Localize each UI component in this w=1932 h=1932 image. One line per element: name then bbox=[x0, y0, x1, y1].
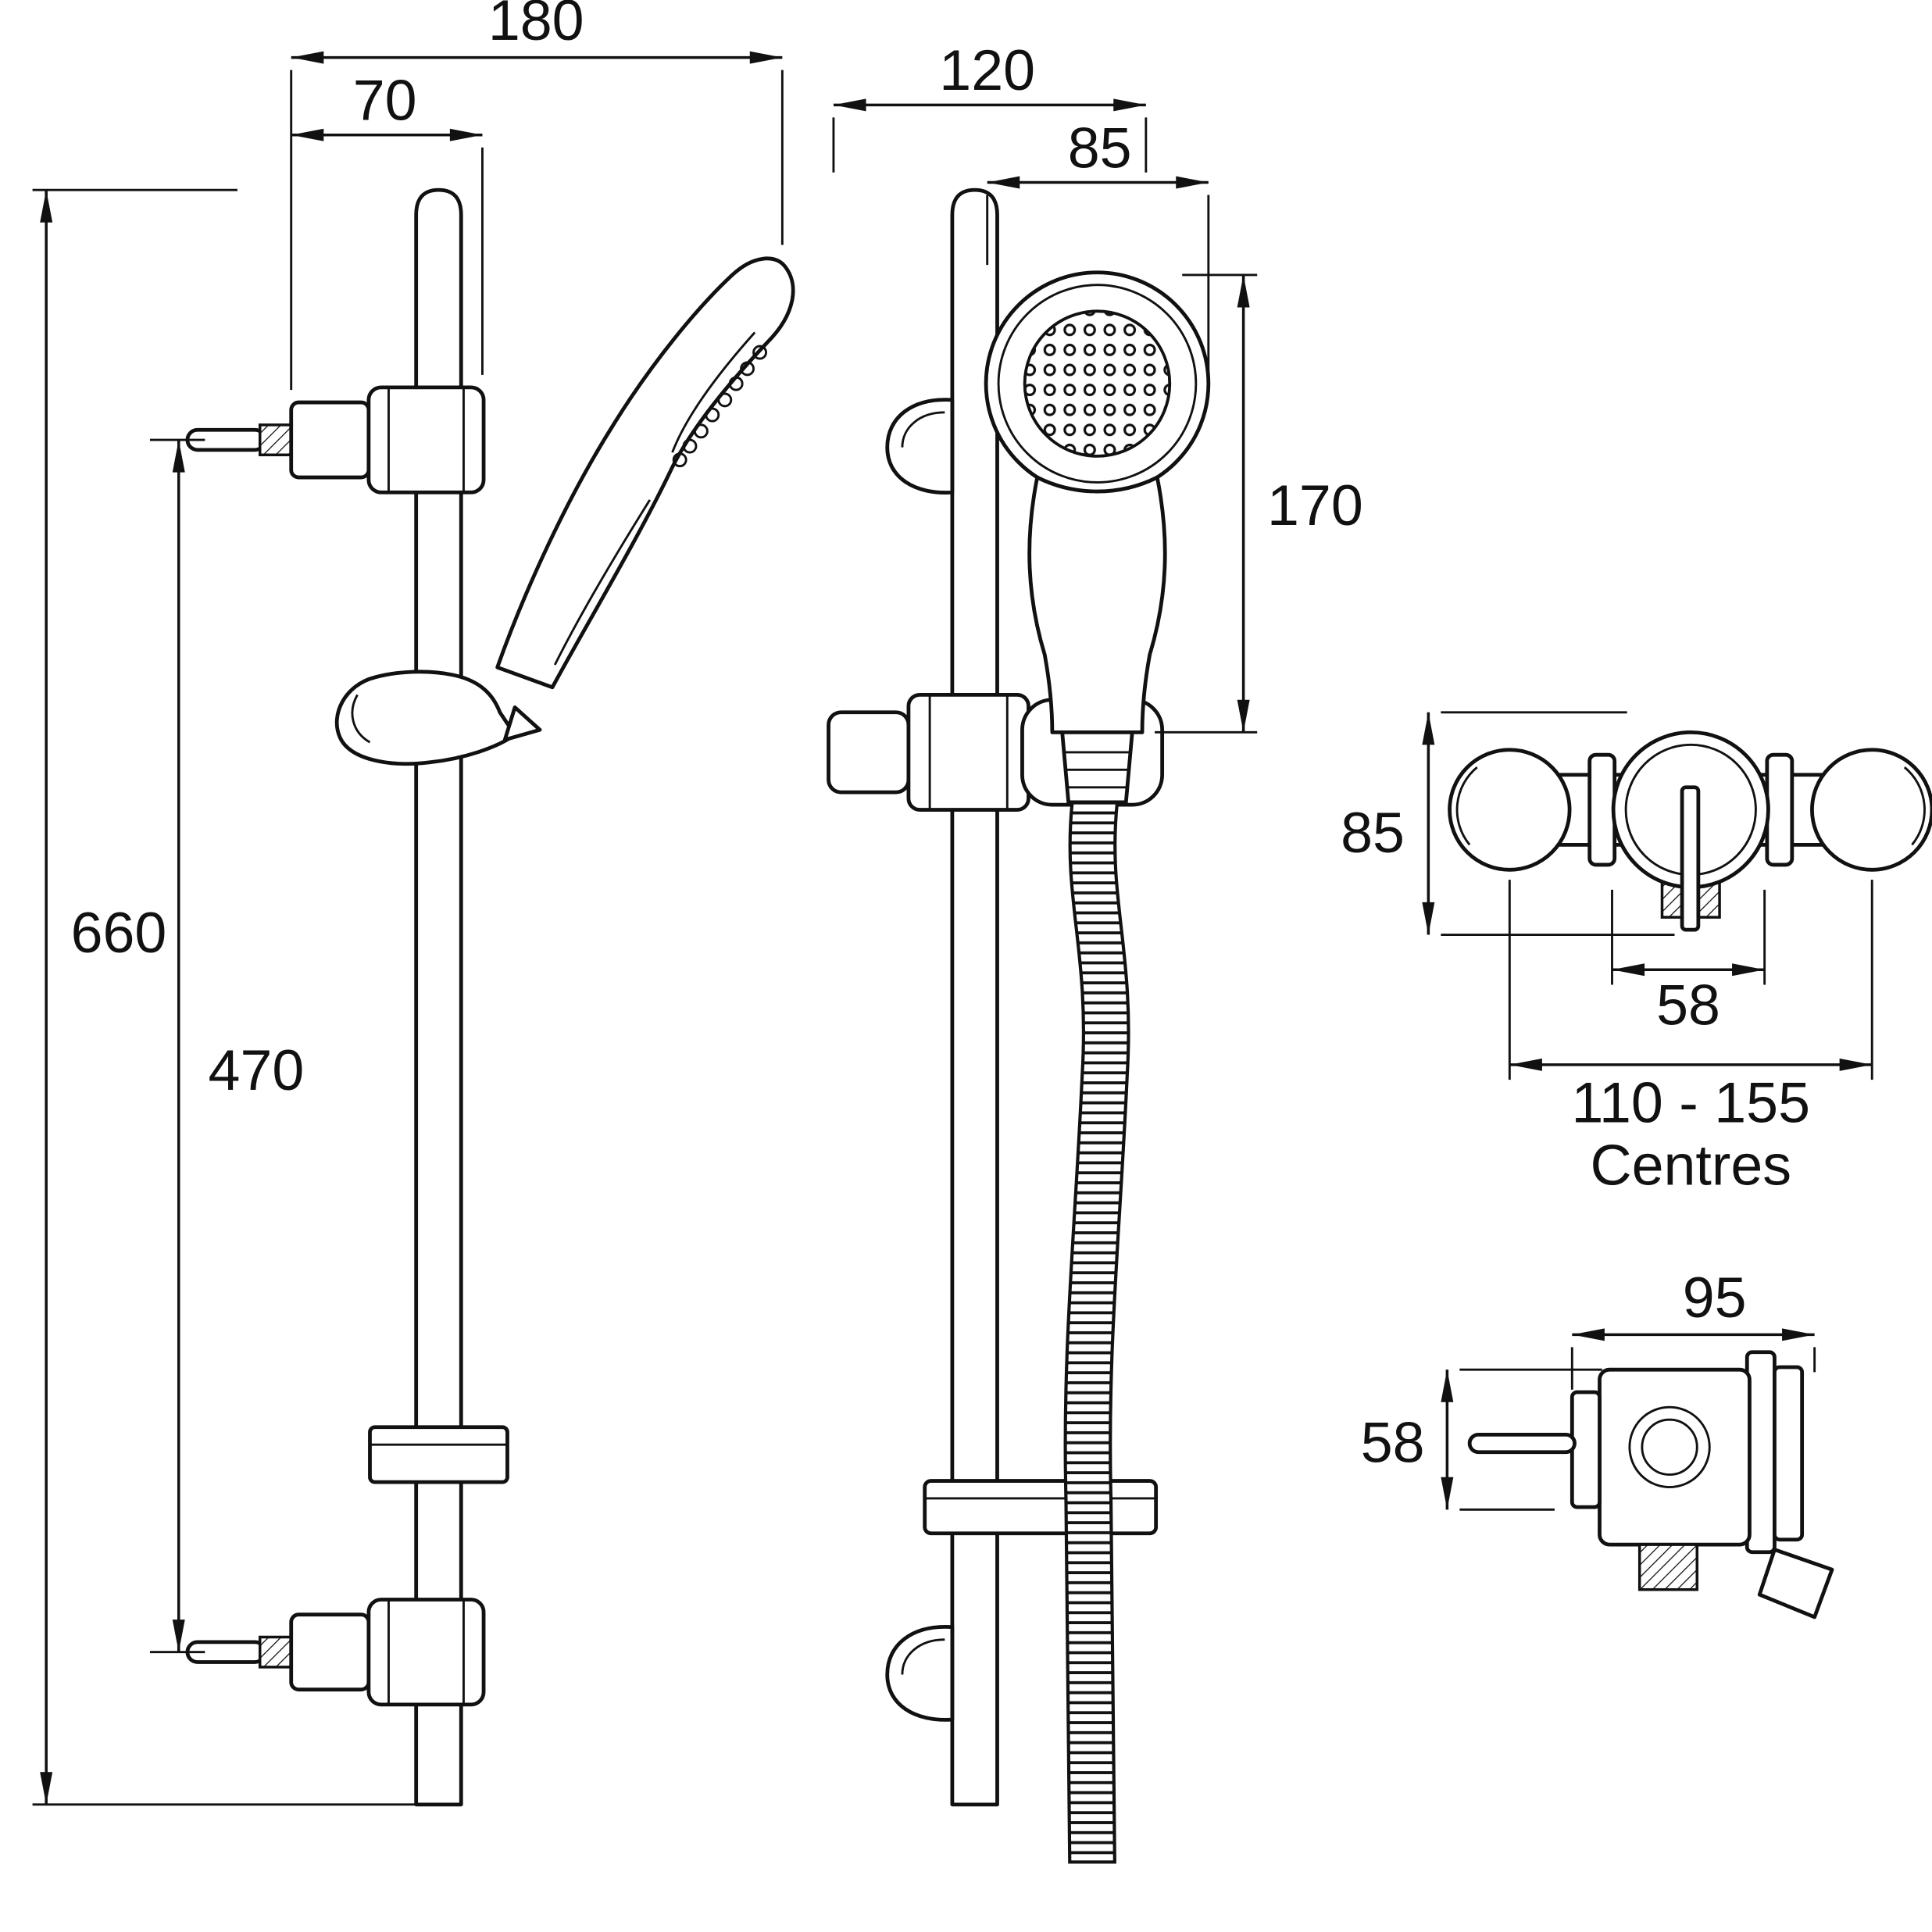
cradle-inner-curve bbox=[351, 694, 371, 744]
dim-label-valve-height: 85 bbox=[1341, 800, 1405, 865]
handset-nozzle-bumps bbox=[672, 345, 768, 468]
valve-side-dimensions: 95 58 bbox=[1361, 1265, 1816, 1511]
valve-outlet-thread-side bbox=[1637, 1543, 1699, 1591]
valve-inlet-left bbox=[1448, 748, 1572, 872]
rail-bar-front bbox=[950, 187, 999, 1807]
dim-label-bracket-width: 120 bbox=[939, 37, 1035, 102]
bracket-plate bbox=[289, 400, 371, 480]
dim-label-centres-word: Centres bbox=[1590, 1132, 1791, 1197]
valve-flange-right bbox=[1765, 752, 1795, 867]
rail-stop-front bbox=[923, 1479, 1159, 1536]
bracket-boss bbox=[366, 385, 486, 495]
handset-front bbox=[984, 270, 1211, 805]
rail-bar-side bbox=[414, 187, 463, 1807]
valve-side-view bbox=[1467, 1350, 1834, 1620]
valve-flange-left bbox=[1587, 752, 1617, 867]
slider-knob bbox=[827, 710, 911, 795]
wall-bracket-top-side bbox=[185, 385, 486, 495]
dim-label-bracket-offset: 70 bbox=[353, 68, 417, 133]
valve-inlet-right bbox=[1810, 748, 1932, 872]
hose-nut bbox=[1060, 730, 1134, 805]
dim-label-handset-length: 170 bbox=[1267, 473, 1363, 537]
fixing-pin-thread bbox=[258, 423, 295, 457]
handset-side-profile bbox=[495, 256, 795, 690]
dim-label-outlet-width: 58 bbox=[1656, 973, 1720, 1037]
valve-body-side bbox=[1598, 1367, 1752, 1547]
dim-label-valve-depth: 95 bbox=[1683, 1265, 1747, 1330]
valve-lever-front bbox=[1680, 785, 1701, 932]
valve-lever-side bbox=[1467, 1432, 1577, 1455]
handset-spray-face bbox=[1023, 309, 1172, 458]
dim-label-handset-width: 85 bbox=[1068, 115, 1132, 180]
rail-side-dimensions: 180 70 660 470 bbox=[32, 0, 784, 1806]
cradle-tab bbox=[502, 705, 542, 742]
rail-front-view bbox=[827, 187, 1211, 1864]
valve-front-flange bbox=[1570, 1390, 1602, 1509]
valve-cartridge-face bbox=[1628, 1405, 1711, 1488]
handset-handle-line bbox=[553, 499, 652, 666]
bracket-plate bbox=[289, 1612, 371, 1692]
bracket-boss bbox=[366, 1598, 486, 1707]
valve-front-view bbox=[1448, 730, 1932, 932]
wall-bracket-bottom-side bbox=[185, 1598, 486, 1707]
handset-face-line bbox=[671, 331, 756, 453]
cradle-bracket-side bbox=[334, 670, 517, 766]
dim-label-valve-side-height: 58 bbox=[1361, 1410, 1425, 1475]
handset-handle-front bbox=[1027, 475, 1167, 734]
dim-label-inlet-centres: 110 - 155 bbox=[1572, 1070, 1810, 1134]
rail-front-dimensions: 120 85 170 bbox=[832, 37, 1363, 734]
fixing-pin-thread bbox=[258, 1635, 295, 1669]
wall-bracket-bottom-front bbox=[885, 1625, 955, 1722]
rail-side-view bbox=[185, 187, 795, 1807]
valve-wall-flange bbox=[1773, 1365, 1805, 1542]
dim-label-overall-height: 660 bbox=[71, 900, 167, 965]
slider-body bbox=[906, 692, 1030, 812]
dim-label-overall-width: 180 bbox=[488, 0, 584, 52]
shower-hose bbox=[1063, 800, 1130, 1864]
rail-stop-side bbox=[368, 1425, 509, 1484]
valve-front-dimensions: 85 58 110 - 155 Centres bbox=[1341, 711, 1873, 1197]
wall-bracket-top-front bbox=[885, 398, 955, 495]
dim-label-fixing-centres: 470 bbox=[209, 1037, 305, 1102]
valve-fixing-clip bbox=[1757, 1548, 1834, 1620]
